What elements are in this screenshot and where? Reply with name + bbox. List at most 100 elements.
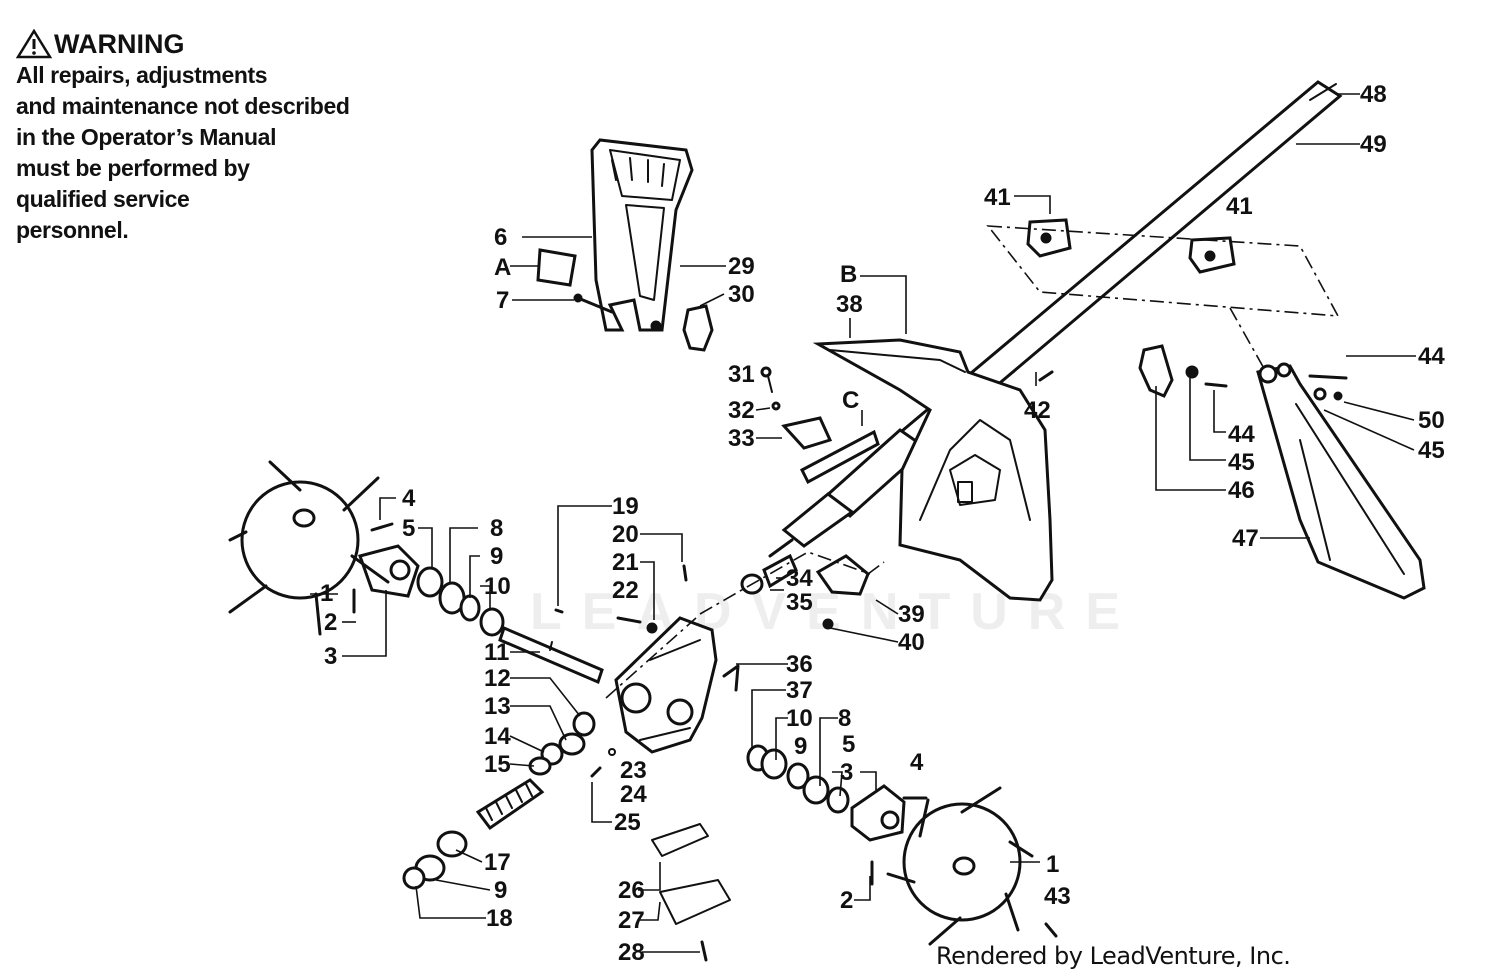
callout-2: 2 <box>324 609 337 636</box>
leader-lines <box>310 93 1416 953</box>
callout-33: 33 <box>728 425 755 452</box>
callout-39: 39 <box>898 601 925 628</box>
callout-7: 7 <box>496 287 509 314</box>
callout-1: 1 <box>320 580 333 607</box>
clamp-part[interactable] <box>1026 218 1072 258</box>
callout-32: 32 <box>728 397 755 424</box>
hub-part-right[interactable] <box>850 784 928 886</box>
callout-5: 5 <box>842 731 855 758</box>
callout-4: 4 <box>910 749 924 776</box>
callout-36: 36 <box>786 651 813 678</box>
callout-1: 1 <box>1046 851 1059 878</box>
callout-49: 49 <box>1360 131 1387 158</box>
warning-triangle-icon <box>16 29 52 59</box>
tine-shaft[interactable] <box>498 625 604 685</box>
callout-42: 42 <box>1024 397 1051 424</box>
warning-line: in the Operator’s Manual <box>16 124 277 150</box>
callout-30: 30 <box>728 281 755 308</box>
callout-c: C <box>842 387 859 414</box>
callout-18: 18 <box>486 905 513 932</box>
callout-b: B <box>840 261 857 288</box>
clamp-33-part[interactable] <box>760 366 880 485</box>
callout-labels: 1 1 2 2 3 3 4 4 5 5 6 7 8 8 9 9 9 10 10 … <box>320 81 1445 966</box>
callout-3: 3 <box>324 643 337 670</box>
callout-44: 44 <box>1228 421 1255 448</box>
callout-12: 12 <box>484 665 511 692</box>
callout-37: 37 <box>786 677 813 704</box>
knob-part[interactable] <box>682 304 714 352</box>
callout-10: 10 <box>786 705 813 732</box>
warning-line: qualified service <box>16 186 190 212</box>
warning-line: personnel. <box>16 217 129 243</box>
callout-22: 22 <box>612 577 639 604</box>
callout-13: 13 <box>484 693 511 720</box>
handle-grip-part[interactable] <box>1038 344 1348 401</box>
gearbox-housing[interactable] <box>614 616 718 754</box>
callout-9: 9 <box>494 877 507 904</box>
callout-8: 8 <box>838 705 851 732</box>
callout-50: 50 <box>1418 407 1445 434</box>
callout-14: 14 <box>484 723 511 750</box>
callout-40: 40 <box>898 629 925 656</box>
callout-41: 41 <box>984 184 1011 211</box>
small-fasteners[interactable] <box>554 564 1058 962</box>
handle-part[interactable] <box>590 138 694 332</box>
callout-34: 34 <box>786 565 813 592</box>
callout-4: 4 <box>402 485 416 512</box>
callout-19: 19 <box>612 493 639 520</box>
callout-27: 27 <box>618 907 645 934</box>
callout-35: 35 <box>786 589 813 616</box>
callout-25: 25 <box>614 809 641 836</box>
decal-part-a[interactable] <box>536 248 577 287</box>
callout-9: 9 <box>794 733 807 760</box>
tine-part-left[interactable] <box>228 460 390 636</box>
callout-a: A <box>494 254 511 281</box>
bolt-part[interactable] <box>573 293 662 332</box>
warning-line: All repairs, adjustments <box>16 62 268 88</box>
callout-46: 46 <box>1228 477 1255 504</box>
washer-stack-right[interactable] <box>746 744 850 814</box>
callout-21: 21 <box>612 549 639 576</box>
main-shaft-tube[interactable] <box>768 80 1343 558</box>
callout-10: 10 <box>484 573 511 600</box>
assembly-line <box>1229 307 1267 373</box>
callout-3: 3 <box>840 759 853 786</box>
callout-43: 43 <box>1044 883 1071 910</box>
callout-45: 45 <box>1228 449 1255 476</box>
callout-23: 23 <box>620 757 647 784</box>
callout-2: 2 <box>840 887 853 914</box>
warning-heading: WARNING <box>16 28 416 60</box>
warning-box: WARNING All repairs, adjustments and mai… <box>16 28 416 246</box>
clamp-part[interactable] <box>1188 236 1236 274</box>
callout-8: 8 <box>490 515 503 542</box>
hub-part-left[interactable] <box>352 522 420 614</box>
callout-5: 5 <box>402 515 415 542</box>
callout-9: 9 <box>490 543 503 570</box>
callout-11: 11 <box>484 639 509 666</box>
callout-28: 28 <box>618 939 645 966</box>
callout-44: 44 <box>1418 343 1445 370</box>
worm-gear-part[interactable] <box>475 778 545 831</box>
callout-6: 6 <box>494 224 507 251</box>
warning-line: and maintenance not described <box>16 93 350 119</box>
callout-48: 48 <box>1360 81 1387 108</box>
callout-17: 17 <box>484 849 511 876</box>
callout-29: 29 <box>728 253 755 280</box>
callout-31: 31 <box>728 361 755 388</box>
warning-line: must be performed by <box>16 155 250 181</box>
callout-20: 20 <box>612 521 639 548</box>
assembly-line <box>986 225 1340 317</box>
tine-part-right[interactable] <box>886 786 1034 946</box>
callout-45: 45 <box>1418 437 1445 464</box>
shield-part[interactable] <box>812 338 1054 602</box>
clamp-39-part[interactable] <box>815 554 870 630</box>
lower-handle-part[interactable] <box>1256 362 1426 600</box>
credit-text: Rendered by LeadVenture, Inc. <box>936 942 1291 970</box>
callout-26: 26 <box>618 877 645 904</box>
callout-41: 41 <box>1226 193 1253 220</box>
callout-47: 47 <box>1232 525 1259 552</box>
callout-15: 15 <box>484 751 511 778</box>
warning-title: WARNING <box>54 29 185 59</box>
callout-38: 38 <box>836 291 863 318</box>
